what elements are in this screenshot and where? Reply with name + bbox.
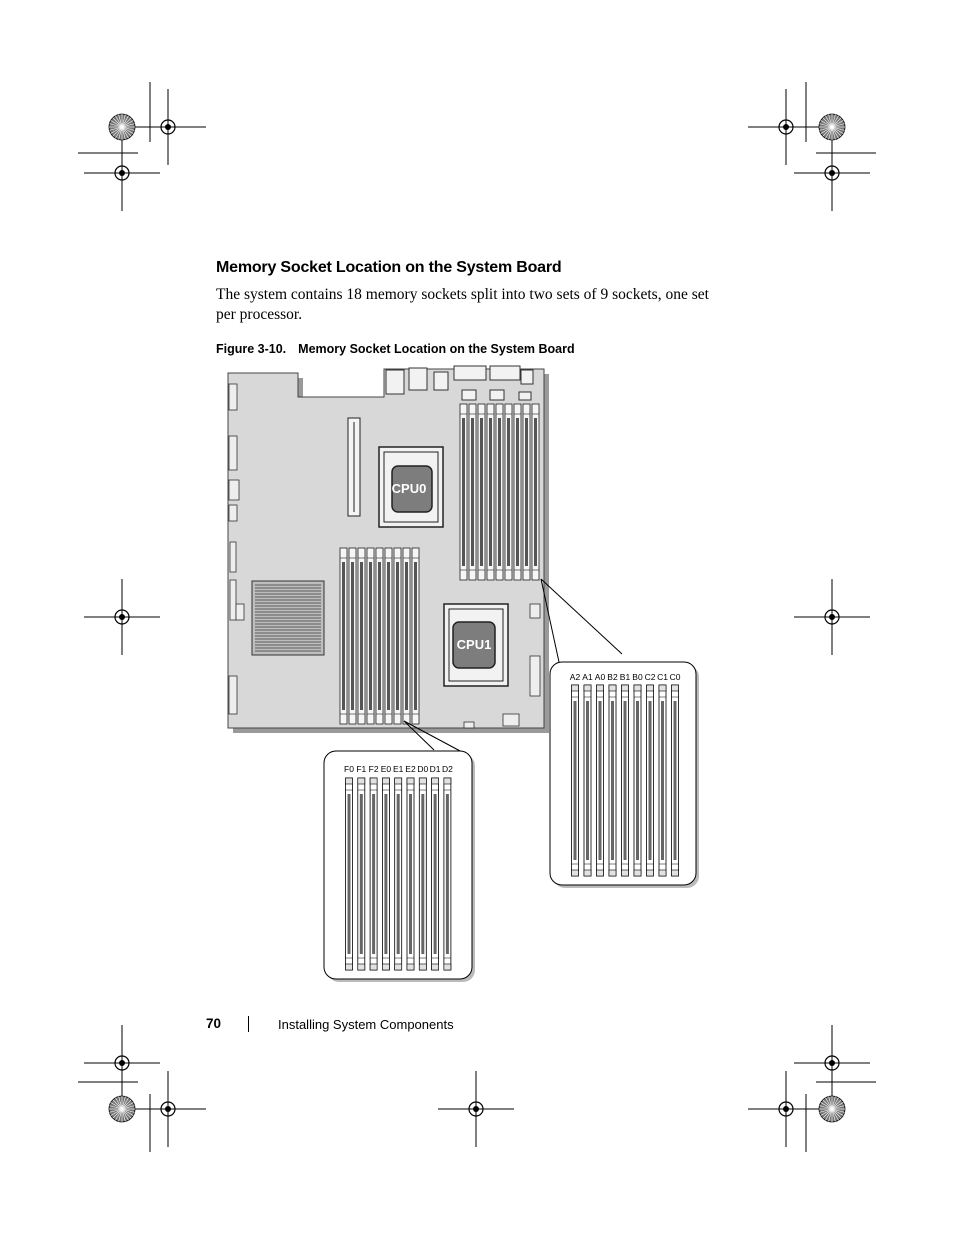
dimm-socket xyxy=(646,684,654,877)
dimm-socket xyxy=(608,684,617,877)
color-wheel-mark xyxy=(108,113,136,141)
crop-target-mark xyxy=(438,1071,514,1147)
dimm-socket-label: E0 xyxy=(381,764,392,774)
board-dimm-socket xyxy=(486,403,495,581)
board-dimm-socket xyxy=(348,547,357,725)
dimm-socket xyxy=(369,777,378,971)
dimm-socket xyxy=(431,777,440,971)
color-wheel-mark xyxy=(818,1095,846,1123)
board-dimm-socket xyxy=(375,547,384,725)
section-heading: Memory Socket Location on the System Boa… xyxy=(216,259,562,276)
rear-io-connectors xyxy=(385,365,534,401)
board-dimm-socket xyxy=(384,547,393,725)
board-dimm-socket xyxy=(495,403,504,581)
crop-target-mark xyxy=(84,135,160,211)
chipset-heatsink xyxy=(251,580,325,656)
dimm-socket xyxy=(596,684,604,877)
dimm-socket xyxy=(418,777,427,971)
cpu1-label: CPU1 xyxy=(457,637,492,652)
dimm-socket-label: B0 xyxy=(632,672,643,682)
dimm-socket-label: C1 xyxy=(657,672,668,682)
crop-target-mark xyxy=(748,89,824,165)
dimm-socket-label: B2 xyxy=(607,672,618,682)
crop-target-mark xyxy=(794,135,870,211)
board-dimm-bank-cpu1 xyxy=(339,547,420,725)
dimm-socket-label: C0 xyxy=(670,672,681,682)
board-dimm-socket xyxy=(468,403,477,581)
dimm-socket xyxy=(345,777,353,971)
figure-title: Memory Socket Location on the System Boa… xyxy=(298,342,575,356)
footer-section-title: Installing System Components xyxy=(278,1017,454,1032)
dimm-socket xyxy=(443,777,452,971)
dimm-socket-label: C2 xyxy=(645,672,656,682)
dimm-socket-label: F1 xyxy=(356,764,366,774)
board-dimm-socket xyxy=(402,547,411,725)
board-dimm-bank-cpu0 xyxy=(459,403,540,581)
dimm-socket-label: D2 xyxy=(442,764,453,774)
left-edge-connectors xyxy=(228,383,245,715)
figure-number: Figure 3-10. xyxy=(216,342,287,356)
dimm-socket xyxy=(357,777,366,971)
dimm-socket-label: E1 xyxy=(393,764,404,774)
board-dimm-socket xyxy=(477,403,486,581)
dimm-socket xyxy=(633,684,642,877)
dimm-socket xyxy=(621,684,629,877)
crop-target-mark xyxy=(794,579,870,655)
board-dimm-socket xyxy=(504,403,513,581)
dimm-socket xyxy=(583,684,592,877)
power-connectors xyxy=(463,603,541,729)
dimm-socket xyxy=(571,684,579,877)
board-dimm-socket xyxy=(393,547,402,725)
board-dimm-socket xyxy=(459,403,468,581)
dimm-socket xyxy=(406,777,415,971)
dimm-socket-label: A1 xyxy=(582,672,593,682)
dimm-socket-label: F2 xyxy=(369,764,379,774)
board-dimm-socket xyxy=(366,547,375,725)
crop-target-mark xyxy=(794,1025,870,1101)
dimm-socket xyxy=(381,777,390,971)
page-number: 70 xyxy=(206,1016,222,1031)
dimm-socket-label: E2 xyxy=(405,764,416,774)
callout-lines xyxy=(403,578,623,753)
footer-separator xyxy=(248,1016,249,1032)
crop-target-mark xyxy=(130,1071,206,1147)
cpu1-socket: CPU1 xyxy=(443,603,509,687)
dimm-socket-label: B1 xyxy=(620,672,631,682)
dimm-socket xyxy=(658,684,667,877)
crop-target-mark xyxy=(84,1025,160,1101)
cpu0-socket: CPU0 xyxy=(378,446,444,528)
section-body: The system contains 18 memory sockets sp… xyxy=(216,286,709,323)
board-dimm-socket xyxy=(411,547,420,725)
dimm-socket xyxy=(671,684,679,877)
crop-target-mark xyxy=(130,89,206,165)
color-wheel-mark xyxy=(108,1095,136,1123)
riser-slot xyxy=(347,417,361,517)
figure-caption: Figure 3-10. Memory Socket Location on th… xyxy=(216,342,575,356)
dimm-socket-label: A2 xyxy=(570,672,581,682)
board-dimm-socket xyxy=(531,403,540,581)
dimm-socket-label: D0 xyxy=(417,764,428,774)
board-dimm-socket xyxy=(339,547,348,725)
dimm-socket-label: D1 xyxy=(430,764,441,774)
board-dimm-socket xyxy=(513,403,522,581)
cpu0-label: CPU0 xyxy=(392,481,427,496)
crop-target-mark xyxy=(748,1071,824,1147)
dimm-socket-label: F0 xyxy=(344,764,354,774)
crop-target-mark xyxy=(84,579,160,655)
board-dimm-socket xyxy=(522,403,531,581)
dimm-socket xyxy=(394,777,403,971)
board-dimm-socket xyxy=(357,547,366,725)
dimm-socket-label: A0 xyxy=(595,672,606,682)
color-wheel-mark xyxy=(818,113,846,141)
